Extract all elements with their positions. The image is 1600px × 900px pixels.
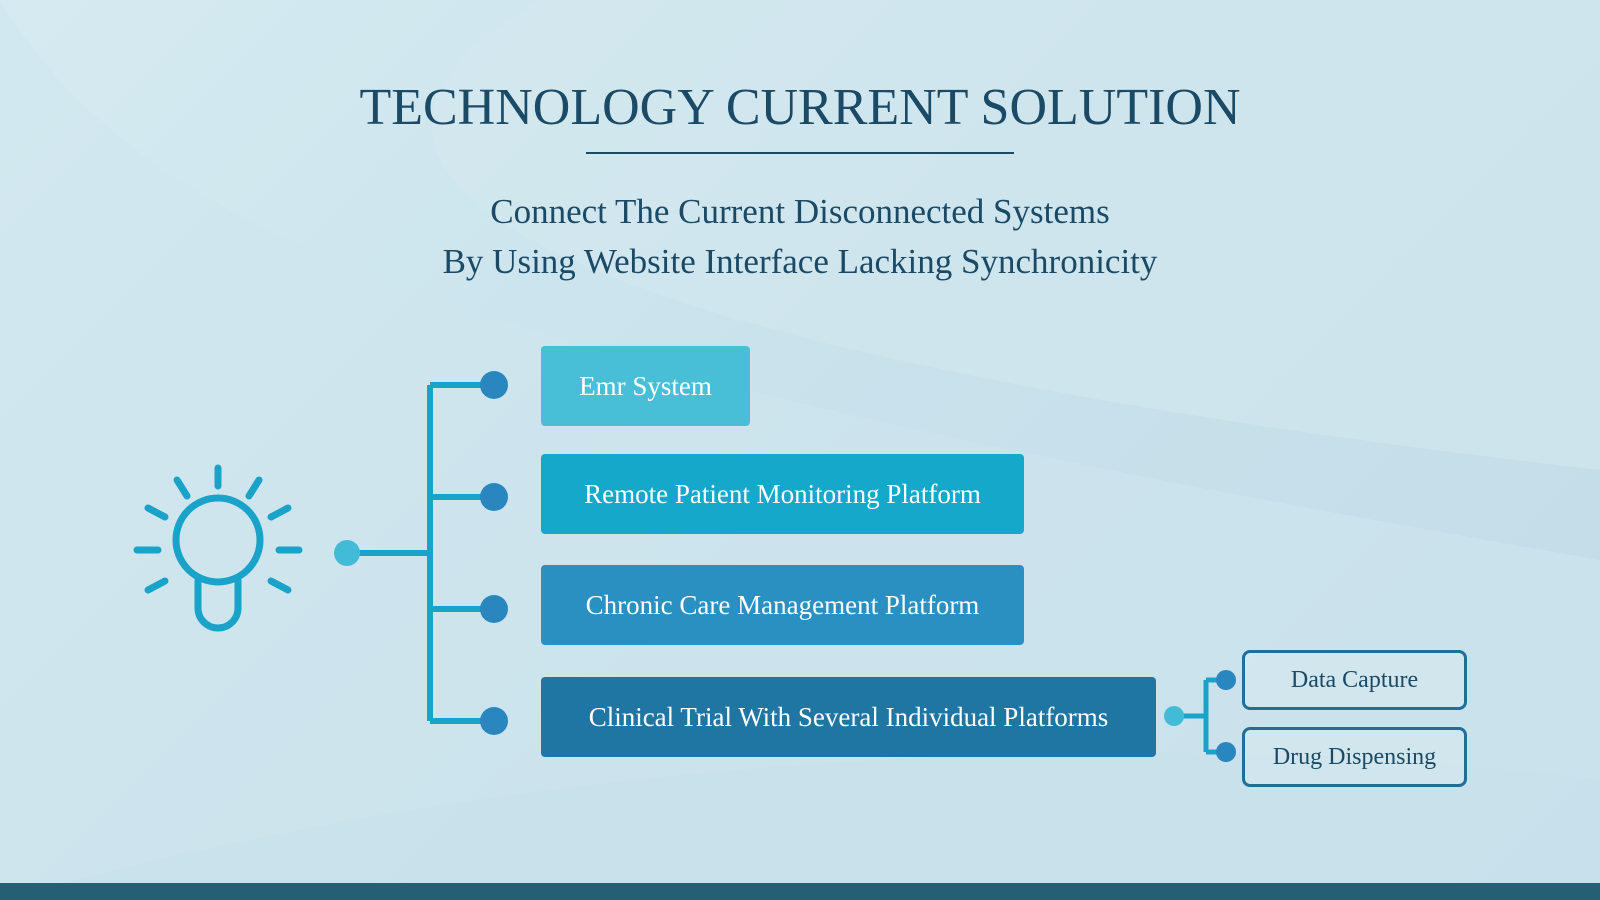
system-box-remote-patient-monitoring: Remote Patient Monitoring Platform xyxy=(541,454,1024,534)
footer-bar xyxy=(0,883,1600,900)
sub-root-node xyxy=(1164,706,1184,726)
main-connector xyxy=(347,382,494,724)
system-box-emr: Emr System xyxy=(541,346,750,426)
subtitle-line-2: By Using Website Interface Lacking Synch… xyxy=(442,242,1158,281)
branch-node-4 xyxy=(480,707,508,735)
subsystem-box-drug-dispensing: Drug Dispensing xyxy=(1242,727,1467,787)
sub-node-2 xyxy=(1216,742,1236,762)
branch-node-2 xyxy=(480,483,508,511)
branch-node-1 xyxy=(480,371,508,399)
title-underline xyxy=(586,152,1014,154)
system-label: Clinical Trial With Several Individual P… xyxy=(588,701,1109,732)
branch-node-3 xyxy=(480,595,508,623)
system-box-clinical-trial: Clinical Trial With Several Individual P… xyxy=(541,677,1156,757)
subsystem-label: Drug Dispensing xyxy=(1272,743,1437,770)
system-box-chronic-care-management: Chronic Care Management Platform xyxy=(541,565,1024,645)
system-label: Remote Patient Monitoring Platform xyxy=(584,478,981,509)
subsystem-box-data-capture: Data Capture xyxy=(1242,650,1467,710)
root-node xyxy=(334,540,360,566)
system-label: Emr System xyxy=(579,370,712,401)
subtitle-line-1: Connect The Current Disconnected Systems xyxy=(490,192,1110,231)
sub-node-1 xyxy=(1216,670,1236,690)
page-title: TECHNOLOGY CURRENT SOLUTION xyxy=(359,79,1241,136)
system-label: Chronic Care Management Platform xyxy=(585,589,980,620)
lightbulb-icon xyxy=(133,464,303,632)
subsystem-label: Data Capture xyxy=(1290,666,1419,693)
